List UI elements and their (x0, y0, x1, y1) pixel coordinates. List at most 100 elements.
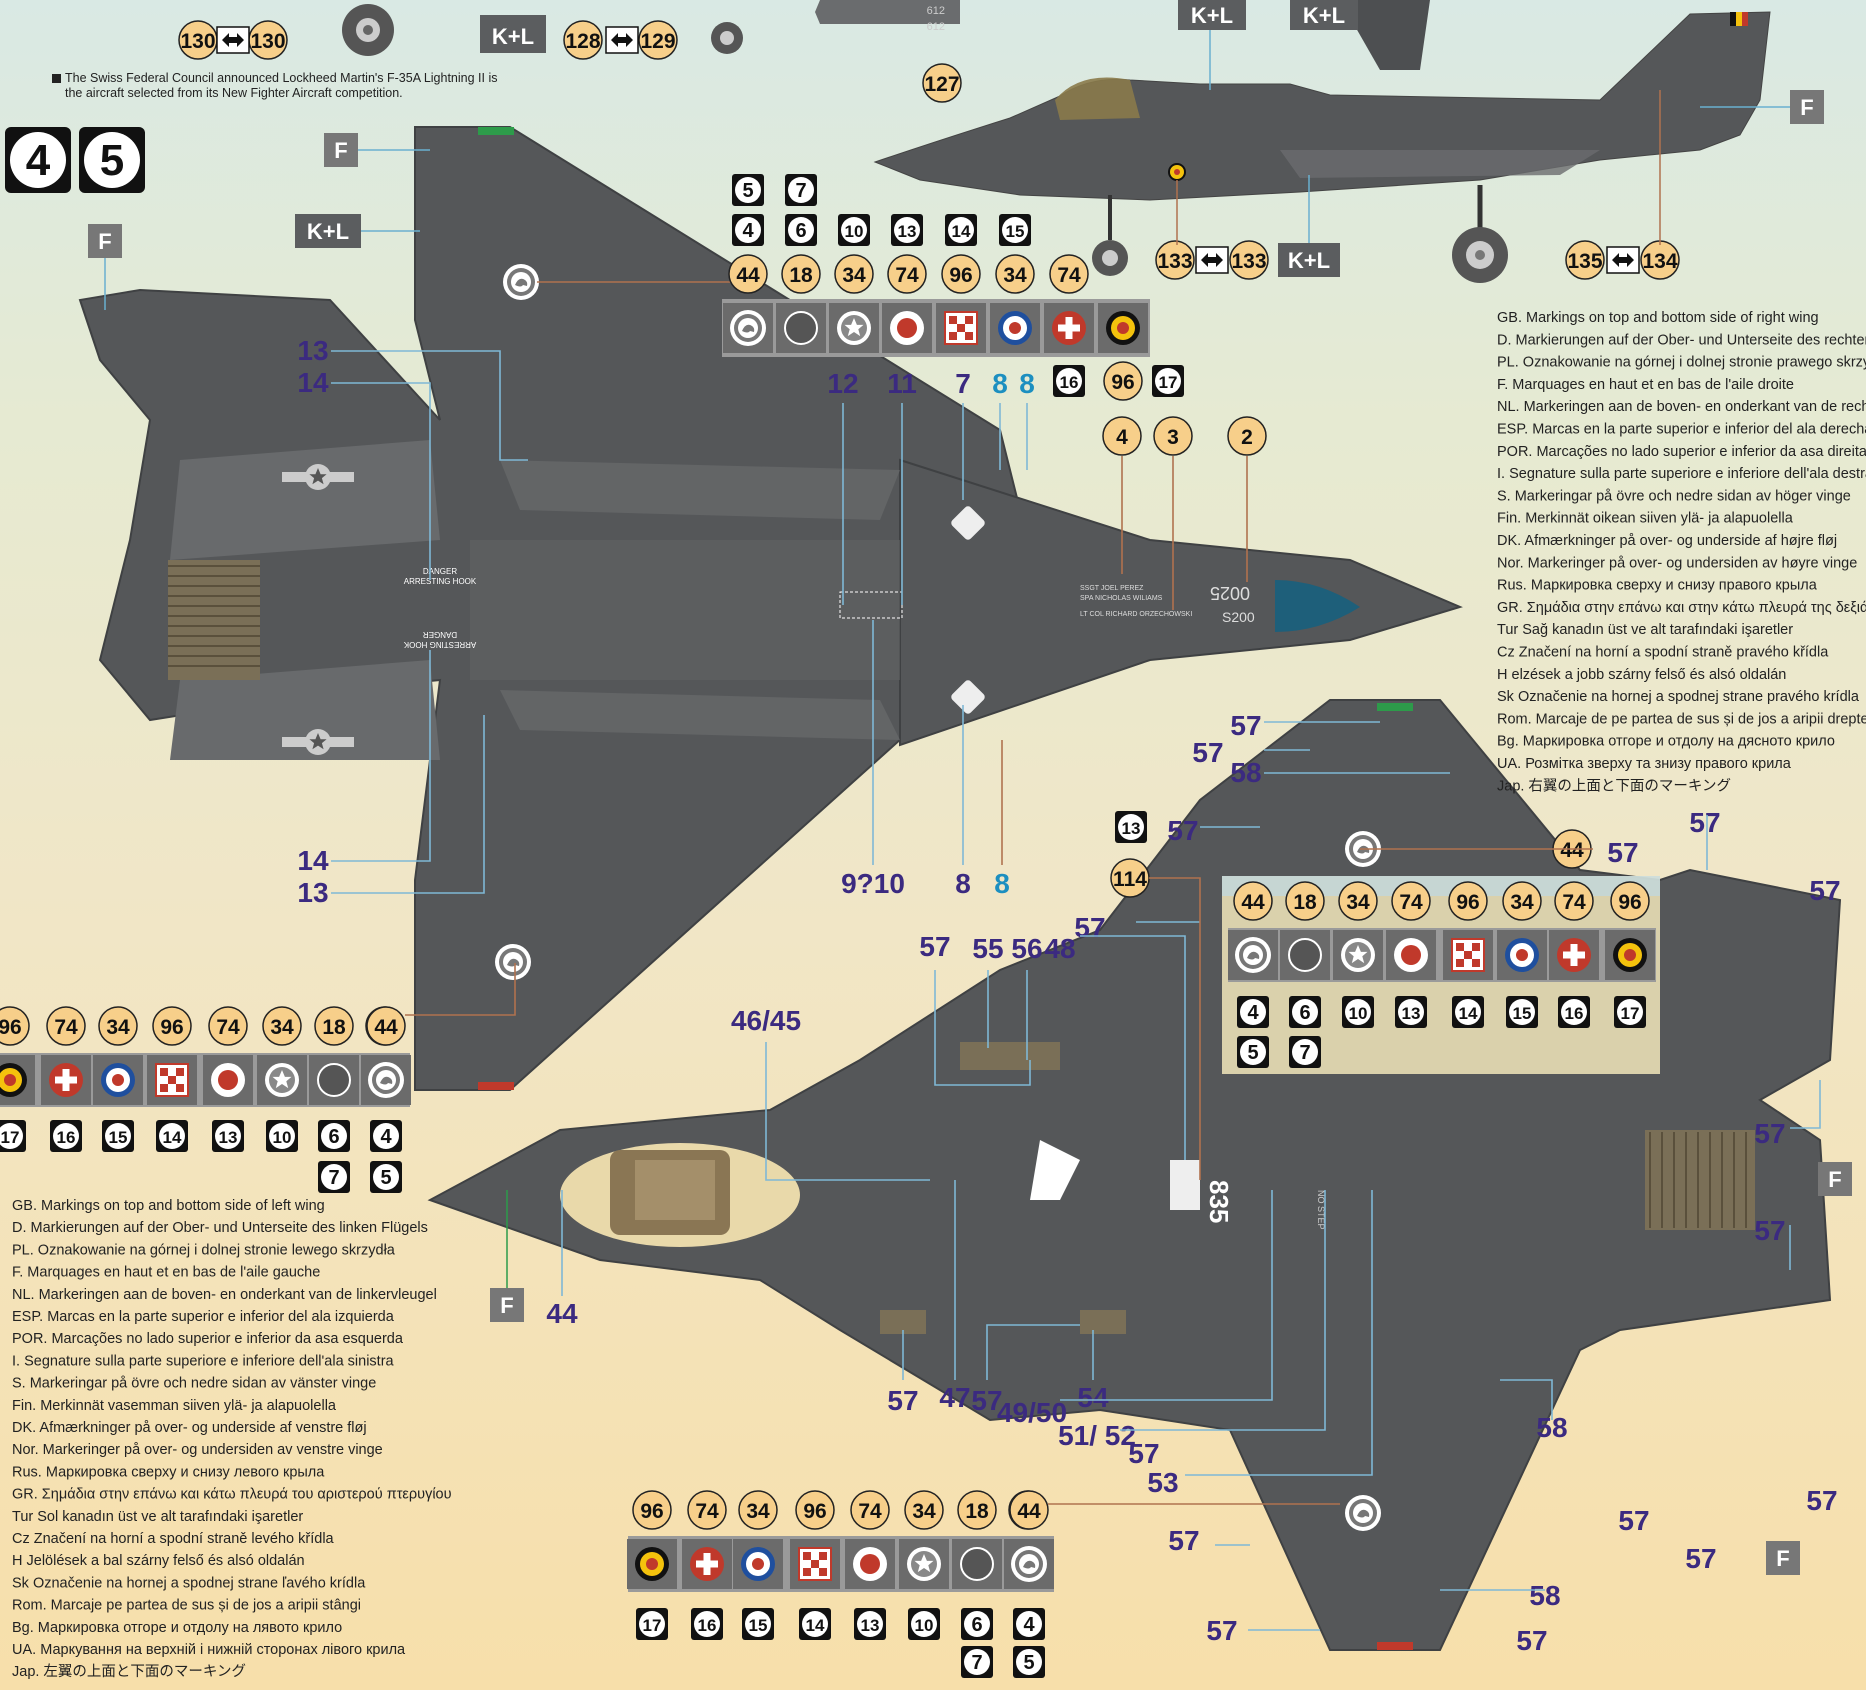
hook-stencil-1: ARRESTING HOOK (404, 577, 477, 586)
code-square-label: 16 (1060, 373, 1079, 392)
code-circle-label: 96 (160, 1016, 183, 1039)
callout-7: 7 (955, 368, 971, 399)
hook-stencil-2: ARRESTING HOOK (403, 640, 476, 649)
callout-14: 14 (297, 845, 329, 876)
fragment-code-2: 612 (927, 21, 945, 33)
strip-code-130: 130 (178, 20, 218, 60)
kl-label-side-2: K+L (1303, 3, 1345, 28)
code-circle: 18 (781, 254, 821, 294)
code-circle-label: 74 (1399, 891, 1423, 914)
pilot-name-1: SSGT JOEL PEREZ (1080, 585, 1144, 592)
f-label-top-2: F (98, 229, 111, 254)
code-square-label: 15 (109, 1128, 128, 1147)
strip-code-133-label: 133 (1231, 250, 1266, 273)
code-circle: 74 (887, 254, 927, 294)
belgian-decal (0, 1055, 35, 1105)
strip-code-127: 127 (922, 63, 962, 103)
callout-circle-4-label: 4 (1116, 426, 1128, 449)
code-square-label: 7 (795, 180, 806, 202)
right-wing-text-line: GB. Markings on top and bottom side of r… (1497, 310, 1819, 326)
left-wing-text-line: NL. Markeringen aan de boven- en onderka… (12, 1287, 437, 1303)
empty-circle-decal (776, 303, 826, 353)
code-circle-label: 74 (895, 264, 919, 287)
code-square: 17 (1614, 996, 1646, 1028)
left-wing-text-line: GB. Markings on top and bottom side of l… (12, 1198, 325, 1214)
code-circle: 74 (1049, 254, 1089, 294)
code-circle-label: 96 (0, 1016, 22, 1039)
pilot-name-3: LT COL RICHARD ORZECHOWSKI (1080, 611, 1192, 618)
code-circle: 74 (850, 1490, 890, 1530)
code-square: 14 (1452, 996, 1484, 1028)
code-square-label: 15 (1513, 1004, 1532, 1023)
code-square-label: 7 (328, 1167, 339, 1189)
star-decal (829, 303, 879, 353)
f-badge-bottom-3 (490, 1288, 524, 1322)
empty-circle-decal (1280, 930, 1330, 980)
left-wing-text-line: Rom. Marcaje pe partea de sus și de jos … (12, 1598, 361, 1614)
code-square: 16 (50, 1120, 82, 1152)
strip-code-130-label: 130 (180, 30, 215, 53)
cross-decal (682, 1539, 732, 1589)
left-wing-text-line: H Jelölések a bal szárny felső és alsó o… (12, 1553, 305, 1569)
callout-57: 57 (1168, 1525, 1199, 1556)
code-circle-label: 18 (322, 1016, 346, 1039)
code-circle: 96 (632, 1490, 672, 1530)
callout-13: 13 (297, 877, 328, 908)
strip-code-127-label: 127 (924, 73, 959, 96)
checker-decal (936, 303, 986, 353)
code-circle: 18 (957, 1490, 997, 1530)
code-square: 7 (961, 1646, 993, 1678)
code-square-label: 13 (898, 222, 917, 241)
code-square-label: 10 (915, 1616, 934, 1635)
code-square-label: 16 (1565, 1004, 1584, 1023)
right-wing-text-line: Jap. 右翼の上面と下面のマーキング (1497, 777, 1731, 794)
code-circle-label: 34 (912, 1500, 936, 1523)
code-square-label: 17 (1159, 373, 1178, 392)
kl-badge-top (480, 15, 546, 53)
red-decal (1386, 930, 1436, 980)
callout-57: 57 (919, 931, 950, 962)
code-square: 10 (838, 214, 870, 246)
code-circle: 34 (1502, 881, 1542, 921)
callout-14: 14 (297, 367, 329, 398)
code-square-label: 4 (380, 1126, 392, 1148)
code-circle-label: 96 (1111, 371, 1134, 394)
star-decal (1333, 930, 1383, 980)
code-circle-label: 96 (1456, 891, 1479, 914)
code-circle-label: 18 (789, 264, 813, 287)
code-square: 14 (156, 1120, 188, 1152)
swap-arrow-icon (216, 26, 250, 54)
big-number-5-label: 5 (100, 136, 124, 185)
kangaroo-decal (1004, 1539, 1054, 1589)
code-square: 5 (370, 1161, 402, 1193)
callout-circle-3-label: 3 (1167, 426, 1179, 449)
callout-57: 57 (1128, 1438, 1159, 1469)
code-circle: 96 (1448, 881, 1488, 921)
code-circle: 34 (98, 1006, 138, 1046)
raf-decal (1497, 930, 1547, 980)
f-badge-top-1 (324, 133, 358, 167)
code-square: 13 (1395, 996, 1427, 1028)
kangaroo-decal (361, 1055, 411, 1105)
code-square: 5 (1237, 1036, 1269, 1068)
f-badge-side (1790, 90, 1824, 124)
code-square: 16 (1558, 996, 1590, 1028)
left-wing-text-line: UA. Маркування на верхній і нижній сторо… (12, 1642, 406, 1658)
big-number-5: 5 (79, 127, 145, 193)
callout-54: 54 (1077, 1382, 1109, 1413)
danger-stencil-2: DANGER (423, 630, 457, 639)
f-label-bottom-1: F (1828, 1167, 1841, 1192)
kl-label-side-3: K+L (1288, 248, 1330, 273)
code-circle-label: 18 (1293, 891, 1317, 914)
left-wing-text-line: Tur Sol kanadın üst ve alt tarafındaki i… (12, 1509, 303, 1525)
code-square: 13 (854, 1608, 886, 1640)
strip-code-133: 133 (1229, 240, 1269, 280)
strip-code-129: 129 (638, 20, 678, 60)
checker-decal (1443, 930, 1493, 980)
right-wing-text-line: D. Markierungen auf der Ober- und Unters… (1497, 332, 1866, 348)
callout-57: 57 (887, 1385, 918, 1416)
code-square: 4 (732, 214, 764, 246)
callout-57: 57 (1689, 807, 1720, 838)
